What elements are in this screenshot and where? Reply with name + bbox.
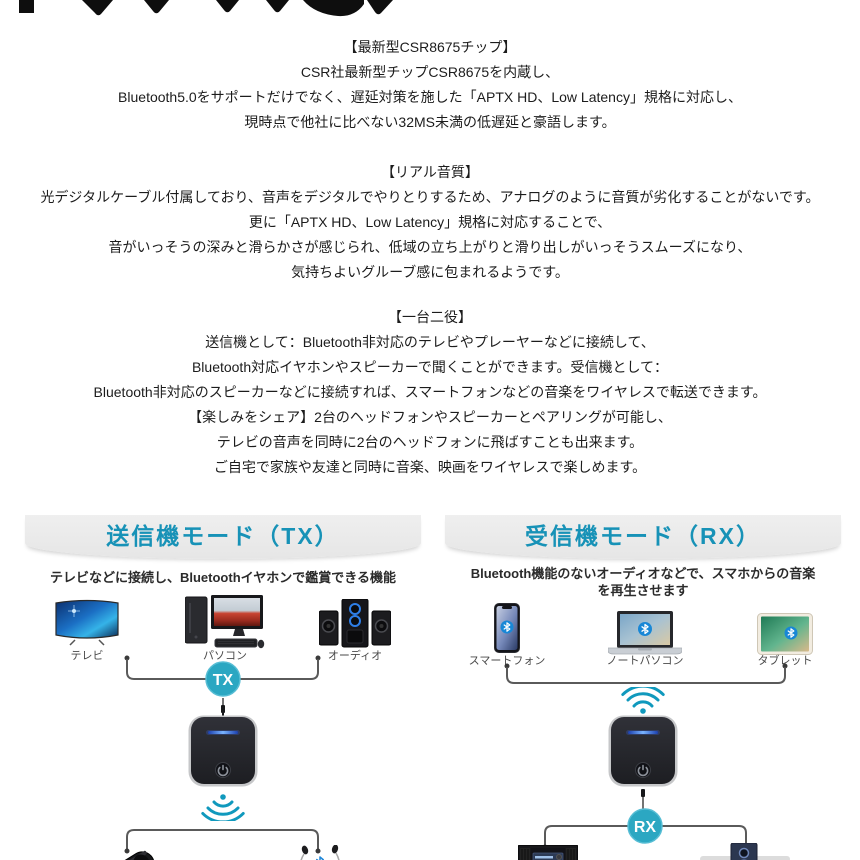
tablet-icon [757, 613, 813, 655]
pc-label: パソコン [203, 650, 247, 662]
portable-speaker-icon [95, 850, 155, 860]
intro-section-chip: 【最新型CSR8675チップ】 CSR社最新型チップCSR8675を内蔵し、 B… [0, 35, 860, 135]
intro-text-line: 現時点で他社に比べない32MS未満の低遅延と豪語します。 [244, 114, 616, 130]
intro-section-dual-role: 【一台二役】 送信機として：Bluetooth非対応のテレビやプレーヤーなどに接… [0, 305, 860, 480]
rx-panel-subtitle-line1: Bluetooth機能のないオーディオなどで、スマホからの音楽 [470, 566, 816, 581]
intro-section-sound: 【リアル音質】 光デジタルケーブル付属しており、音声をデジタルでやりとりするため… [0, 160, 860, 285]
laptop-icon [608, 611, 682, 655]
tablet-label: タブレット [757, 655, 813, 667]
audio-label: オーディオ [327, 650, 383, 662]
earphones-icon [300, 845, 340, 860]
bluetooth-icon [784, 626, 798, 640]
tx-badge: TX [205, 661, 241, 697]
rx-badge: RX [627, 808, 663, 844]
power-button-icon [215, 762, 231, 778]
intro-text-line: 気持ちよいグルーブ感に包まれるようです。 [291, 264, 569, 280]
power-button-icon [635, 762, 651, 778]
tx-panel-title: 送信機モード（TX） [106, 523, 340, 549]
section-heading: 【リアル音質】 [381, 164, 479, 180]
intro-text-line: テレビの音声を同時に2台のヘッドフォンに飛ばすことも出来ます。 [216, 434, 644, 450]
mini-speaker-icon [730, 843, 758, 860]
desktop-pc-icon [185, 595, 265, 649]
wifi-signal-icon [621, 687, 665, 714]
led-strip [208, 731, 238, 734]
tx-output-bracket [124, 829, 321, 854]
tx-panel-banner: 送信機モード（TX） [25, 515, 421, 559]
audio-speakers-icon [319, 599, 391, 648]
tx-mode-panel: 送信機モード（TX） テレビなどに接続し、Bluetoothイヤホンで鑑賞できる… [25, 515, 421, 860]
intro-text-line: ご自宅で家族や友達と同時に音楽、映画をワイヤレスで楽しめます。 [213, 459, 647, 475]
tv-label: テレビ [70, 650, 104, 662]
laptop-label: ノートパソコン [606, 655, 684, 667]
wifi-signal-icon [201, 794, 245, 821]
section-heading: 【一台二役】 [388, 309, 472, 325]
rx-mode-panel: 受信機モード（RX） Bluetooth機能のないオーディオなどで、スマホからの… [445, 515, 841, 860]
intro-text-line: Bluetooth5.0をサポートだけでなく、遅延対策を施した「APTX HD、… [118, 89, 742, 105]
section-heading: 【最新型CSR8675チップ】 [343, 39, 517, 55]
intro-text-line: 更に「APTX HD、Low Latency」規格に対応することで、 [248, 214, 612, 230]
intro-text-line: 音がいっそうの深みと滑らかさが感じられ、低域の立ち上がりと滑り出しがいっそうスム… [108, 239, 752, 255]
smartphone-label: スマートフォン [468, 655, 546, 667]
intro-text-line: CSR社最新型チップCSR8675を内蔵し、 [300, 64, 560, 80]
rx-panel-title: 受信機モード（RX） [525, 523, 761, 549]
intro-text-line: Bluetooth対応イヤホンやスピーカーで聞くことができます。受信機として： [191, 359, 669, 375]
rx-output-bracket: RX [542, 808, 749, 850]
rx-panel-banner: 受信機モード（RX） [445, 515, 841, 559]
tx-connector-bracket: TX [124, 655, 321, 697]
smartphone-icon [494, 603, 520, 653]
intro-text-line: 【楽しみをシェア】2台のヘッドフォンやスピーカーとペアリングが可能し、 [188, 409, 672, 425]
svg-text:RX: RX [634, 819, 657, 836]
intro-text-line: 送信機として：Bluetooth非対応のテレビやプレーヤーなどに接続して、 [205, 334, 655, 350]
intro-text-line: Bluetooth非対応のスピーカーなどに接続すれば、スマートフォンなどの音楽を… [93, 384, 767, 400]
svg-text:TX: TX [213, 672, 234, 689]
rx-source-bracket [504, 663, 788, 684]
tx-panel-subtitle: テレビなどに接続し、Bluetoothイヤホンで鑑賞できる機能 [49, 570, 396, 585]
transceiver-device [188, 715, 258, 787]
cropped-title-strokes [19, 0, 393, 17]
rx-panel-subtitle-line2: を再生させます [597, 583, 689, 598]
tv-icon [55, 599, 119, 646]
intro-text-line: 光デジタルケーブル付属しており、音声をデジタルでやりとりするため、アナログのよう… [40, 189, 820, 205]
led-strip [628, 731, 658, 734]
bluetooth-icon [500, 620, 514, 634]
car-stereo-icon [518, 845, 578, 860]
transceiver-device [608, 715, 678, 787]
bluetooth-icon [638, 622, 652, 636]
